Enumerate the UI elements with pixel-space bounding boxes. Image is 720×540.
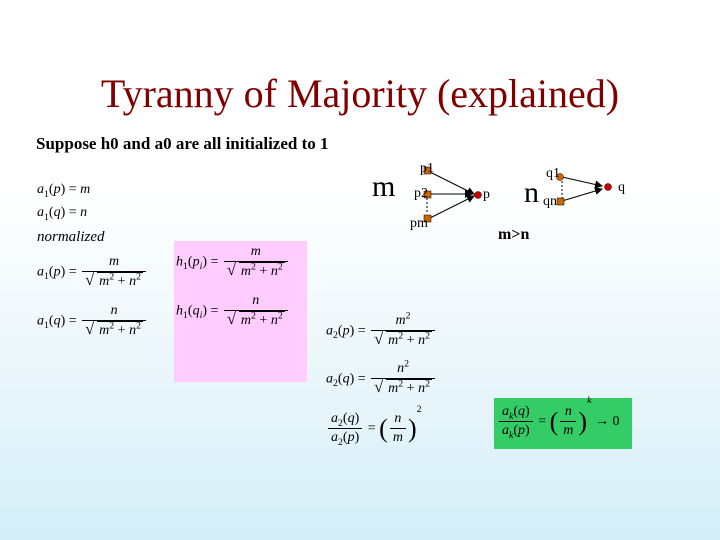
right-group-label: n xyxy=(524,176,539,209)
slide-title: Tyranny of Majority (explained) xyxy=(100,71,620,116)
left-group-label: m xyxy=(372,170,396,203)
formula-a1-q: a1(q) = n xyxy=(37,205,88,223)
edge-p1-p xyxy=(427,170,475,195)
formula-a2-p: a2(p) = m2m2 + n2 xyxy=(326,311,437,349)
condition-label: m>n xyxy=(498,226,530,243)
label-q: q xyxy=(618,180,625,195)
formula-h1-pi: h1(pi) = mm2 + n2 xyxy=(176,244,290,280)
label-qn: qn xyxy=(543,194,557,209)
slide-subtitle: Suppose h0 and a0 are all initialized to… xyxy=(36,134,329,153)
label-p2: p2 xyxy=(414,186,428,201)
limit-formula-box xyxy=(494,398,632,449)
edge-q1-q xyxy=(561,176,603,189)
formula-a1-p-normalized: a1(p) = mm2 + n2 xyxy=(37,254,148,290)
edge-qn-q xyxy=(561,187,603,202)
formula-a1-q-normalized: a1(q) = nm2 + n2 xyxy=(37,303,148,339)
node-p2 xyxy=(423,190,432,199)
formula-a1-p: a1(p) = m xyxy=(37,182,91,200)
label-q1: q1 xyxy=(546,166,560,181)
label-pm: pm xyxy=(410,216,428,231)
label-p: p xyxy=(483,187,490,202)
node-p xyxy=(474,191,482,199)
edge-pm-p xyxy=(427,195,475,220)
node-q xyxy=(604,183,612,191)
formula-a2-q: a2(q) = n2m2 + n2 xyxy=(326,359,437,397)
node-p1 xyxy=(423,166,432,175)
formula-h1-qi: h1(qi) = nm2 + n2 xyxy=(176,293,290,329)
label-p1: p1 xyxy=(420,161,434,176)
node-pm xyxy=(423,214,432,223)
node-q1 xyxy=(556,173,564,181)
node-qn xyxy=(556,197,565,206)
normalized-label: normalized xyxy=(37,229,105,245)
